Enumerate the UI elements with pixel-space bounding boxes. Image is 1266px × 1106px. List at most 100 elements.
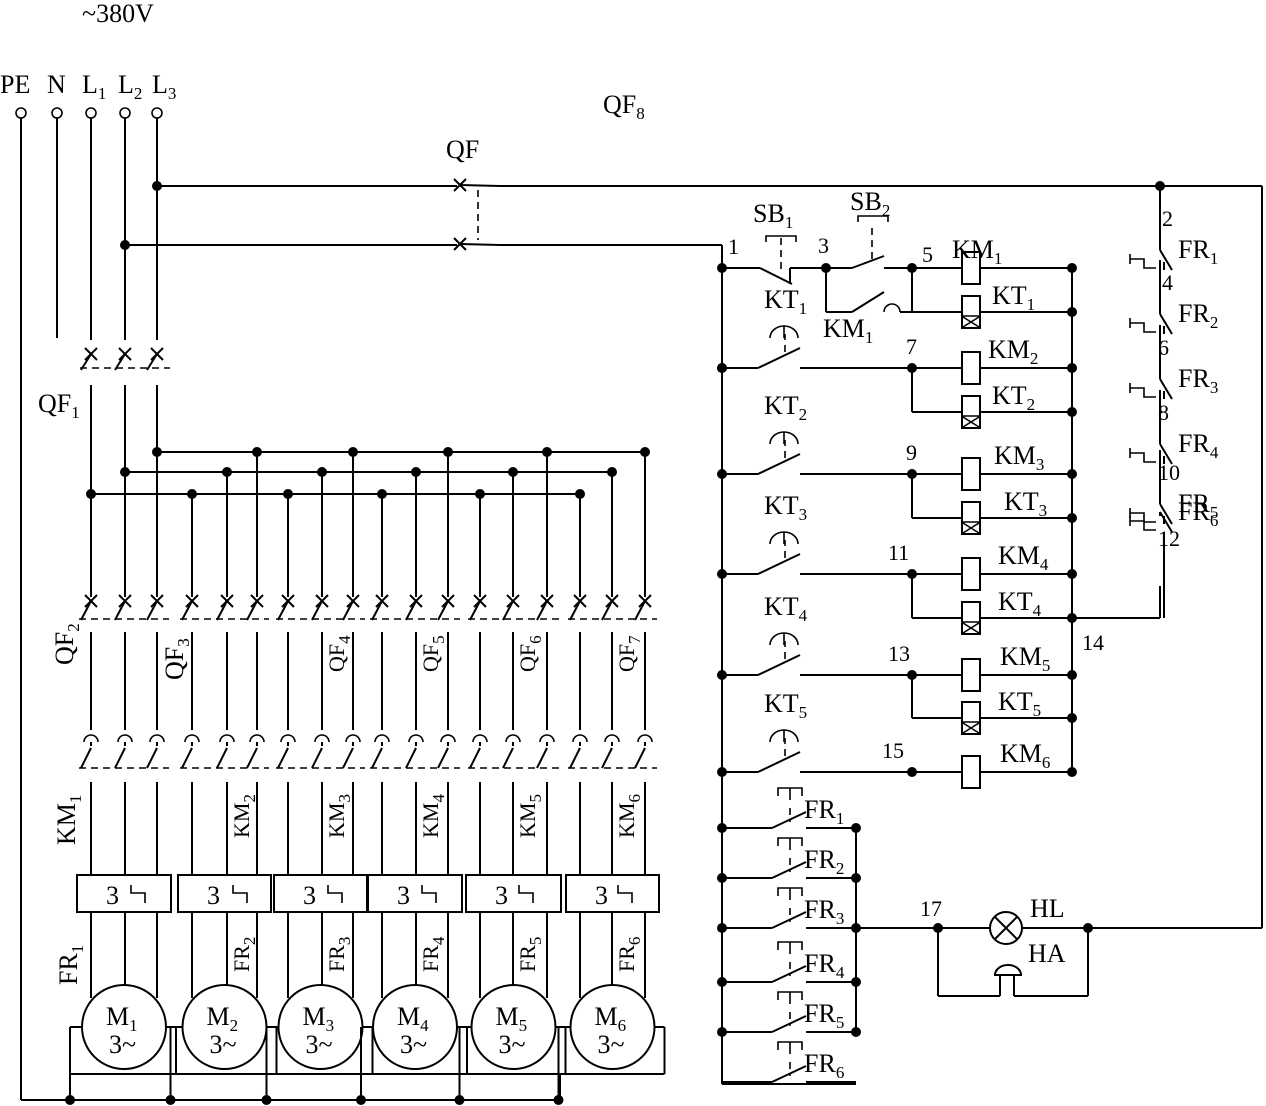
control-circuit: 1 SB1 3 SB2 5: [717, 181, 1263, 1085]
kt1-contact-text: KT1: [764, 285, 807, 318]
motor-supply-type: 3~: [109, 1030, 136, 1059]
wire: [246, 600, 258, 621]
timer-delay-symbol: [769, 729, 799, 743]
qf-branch-5-text: QF6: [515, 635, 545, 672]
chain-node-label: 4: [1162, 270, 1173, 295]
thermal-element-symbol: [327, 885, 343, 903]
wire: [1159, 249, 1173, 271]
bus-tap-dot: [575, 489, 585, 499]
node-label: 9: [906, 440, 917, 465]
wire: [277, 747, 289, 769]
qf-branch-3-text: QF4: [324, 635, 354, 672]
kt1-coil-text: KT1: [992, 281, 1035, 314]
wire: [437, 600, 449, 621]
km1-coil-sub: 1: [994, 249, 1003, 268]
motor-name: M: [106, 1002, 129, 1031]
km1-coil-name: KM: [952, 235, 994, 264]
alarm-bus-dot: [851, 823, 861, 833]
wire: [216, 747, 228, 769]
thermal-relay-box: [273, 874, 368, 913]
motor-supply-type: 3~: [400, 1030, 427, 1059]
wire: [757, 654, 801, 676]
chain-node-label: 8: [1158, 400, 1169, 425]
wire: [757, 751, 801, 773]
kt4-contact-sub: 4: [799, 606, 808, 625]
control-breaker-qf: QF QF8: [120, 90, 1262, 251]
timer-coil-mark: [962, 621, 980, 634]
km6-coil-name: KM: [1000, 739, 1042, 768]
wire: [146, 747, 158, 769]
motor-name: M: [207, 1002, 230, 1031]
km2-coil-text: KM2: [988, 335, 1038, 368]
wire: [771, 861, 807, 879]
arc-quench: [505, 734, 521, 743]
thermal-element-symbol: [617, 885, 633, 903]
contactor-coil: [961, 351, 981, 385]
fr2-chain-name: FR: [1178, 299, 1210, 328]
terminal-l1-sub: 1: [98, 84, 107, 103]
coil-end-dot: [1067, 713, 1077, 723]
fr1-alarm-name: FR: [804, 795, 836, 824]
wire: [601, 747, 613, 769]
svg-text:KM1: KM1: [823, 314, 873, 347]
indicator-lamp-hl: HL: [989, 894, 1065, 945]
fr2-chain-text: FR2: [1178, 299, 1218, 332]
qf8-sub: 8: [636, 104, 645, 123]
kt5-coil-text: KT5: [998, 687, 1041, 720]
wire: [181, 747, 193, 769]
arc-quench: [408, 734, 424, 743]
timer-coil: [961, 501, 981, 535]
motor-name: M: [397, 1002, 420, 1031]
timer-delay-symbol: [769, 325, 799, 339]
hold-km1-sub: 1: [865, 328, 874, 347]
arc-quench: [249, 734, 265, 743]
qf-branch-4-sub: 5: [429, 635, 448, 644]
terminal-n-label: N: [47, 70, 66, 99]
fr6-power-text: FR6: [614, 937, 644, 972]
bus-tap-dot: [187, 489, 197, 499]
terminal-l2: L2: [118, 70, 142, 119]
km4-coil-name: KM: [998, 541, 1040, 570]
coil-end-dot: [1067, 569, 1077, 579]
arc-quench: [184, 734, 200, 743]
fr6-chain-name: FR: [1178, 497, 1210, 526]
relay-phases-text: 3: [303, 881, 316, 910]
relay-phases-text: 3: [397, 881, 410, 910]
node-14: 14: [1082, 630, 1104, 655]
terminal-pe-label: PE: [0, 70, 30, 99]
km3-power-sub: 3: [335, 794, 354, 803]
qf-branch-3-name: QF: [324, 644, 349, 672]
qf1-sub: 1: [71, 403, 80, 422]
node-3: 3: [818, 233, 829, 258]
start-rung: 1 SB1 3 SB2 5: [717, 187, 933, 347]
alarm-contact-1: FR1: [717, 787, 861, 833]
motor-sub: 1: [129, 1016, 138, 1035]
km1-power-sub: 1: [66, 795, 85, 804]
thermal-trip-symbol: [1129, 508, 1156, 523]
supply-terminals: PE N L1 L2 L3: [0, 70, 176, 119]
motor-name-text: M3: [303, 1002, 335, 1035]
fr1-chain-sub: 1: [1210, 249, 1219, 268]
coil-end-dot: [1067, 469, 1077, 479]
arc-quench: [345, 734, 361, 743]
kt4-contact-text: KT4: [764, 592, 808, 625]
fr3-alarm-text: FR3: [804, 895, 844, 928]
km6-power-name: KM: [614, 803, 639, 838]
km6-power-text: KM6: [614, 794, 644, 838]
km6-power-sub: 6: [625, 794, 644, 803]
chain-node-label: 2: [1162, 206, 1173, 231]
km4-coil-text: KM4: [998, 541, 1049, 574]
fr4-alarm-sub: 4: [836, 963, 845, 982]
wire: [216, 600, 228, 621]
qf-branch-2-text: QF3: [160, 638, 193, 680]
node-1: 1: [728, 234, 739, 259]
relay-phases-text: 3: [207, 881, 220, 910]
